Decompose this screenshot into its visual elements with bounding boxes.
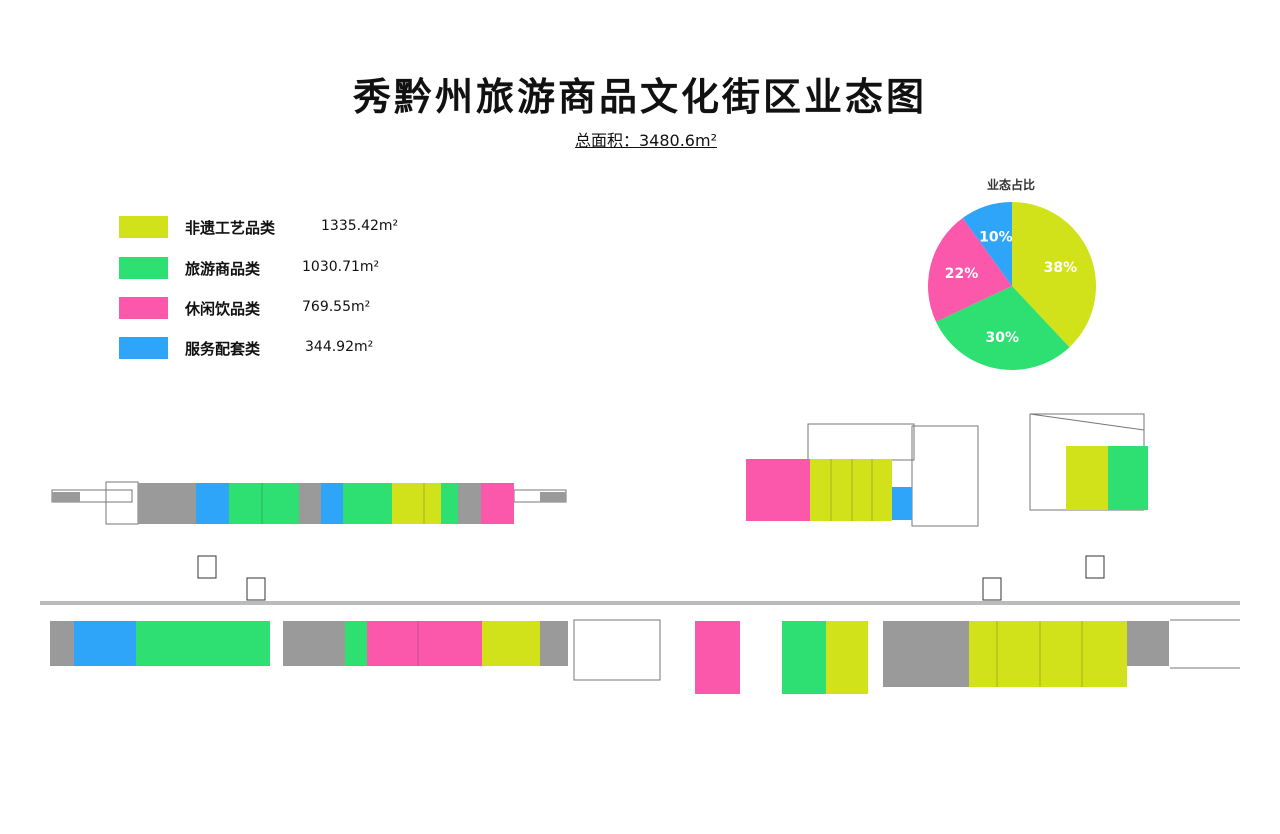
plan-room-service <box>892 487 912 520</box>
legend-swatch <box>119 216 168 238</box>
plan-tag <box>197 555 217 579</box>
pie-slice <box>1012 202 1096 348</box>
plan-wall <box>105 481 139 525</box>
plan-room-stair <box>52 492 80 502</box>
page-title: 秀黔州旅游商品文化街区业态图 <box>352 75 927 119</box>
plan-room-goods <box>136 621 270 666</box>
plan-room-goods <box>1108 446 1148 510</box>
plan-room-drinks <box>367 621 482 666</box>
plan-wall <box>911 425 979 527</box>
plan-room-craft <box>826 621 868 694</box>
plan-room-stair <box>138 483 196 524</box>
pie-slice-label: 30% <box>985 330 1019 346</box>
plan-room-craft <box>392 483 441 524</box>
plan-room-drinks <box>481 483 514 524</box>
legend-swatch <box>119 337 168 359</box>
legend-value: 344.92m² <box>305 339 374 355</box>
plan-room-goods <box>343 483 392 524</box>
pie-slice-label: 22% <box>945 266 979 282</box>
plan-room-goods <box>782 621 826 694</box>
plan-wall <box>1029 413 1145 431</box>
plan-room-drinks <box>695 621 740 694</box>
plan-room-service <box>196 483 229 524</box>
total-area: 总面积：3480.6m² <box>575 131 717 150</box>
plan-room-stair <box>50 621 74 666</box>
pie-slice <box>935 286 1070 370</box>
pie-chart: 38% 30% 22% 10% <box>928 202 1096 370</box>
pie-slice <box>962 202 1012 286</box>
pie-title: 业态占比 <box>986 178 1035 192</box>
plan-room-drinks <box>746 459 810 521</box>
plan-tag <box>1085 555 1105 579</box>
plan-room-goods <box>229 483 299 524</box>
plan-room-stair <box>299 483 321 524</box>
plan-tag <box>982 577 1002 601</box>
pie-slice-label: 38% <box>1044 260 1078 276</box>
plan-room-craft <box>482 621 540 666</box>
plan-room-craft <box>810 459 892 521</box>
legend-value: 1335.42m² <box>321 218 399 234</box>
legend-label: 服务配套类 <box>185 340 261 358</box>
pie-slice <box>928 218 1012 322</box>
plan-room-stair <box>540 621 568 666</box>
plan-room-stair <box>458 483 481 524</box>
plan-room-service <box>321 483 343 524</box>
legend-label: 休闲饮品类 <box>185 300 261 318</box>
plan-room-craft <box>1066 446 1108 510</box>
legend-label: 非遗工艺品类 <box>185 219 276 237</box>
plan-room-stair <box>540 492 566 502</box>
plan-room-craft <box>969 621 1127 687</box>
legend-value: 1030.71m² <box>302 259 380 275</box>
legend-label: 旅游商品类 <box>185 260 261 278</box>
plan-tag <box>246 577 266 601</box>
pie-slice-label: 10% <box>979 229 1013 245</box>
legend-value: 769.55m² <box>302 299 371 315</box>
plan-room-goods <box>345 621 367 666</box>
plan-room-service <box>74 621 136 666</box>
plan-wall <box>573 619 661 681</box>
legend-swatch <box>119 297 168 319</box>
plan-wall <box>807 423 915 461</box>
plan-room-stair <box>283 621 345 666</box>
legend-swatch <box>119 257 168 279</box>
plan-room-goods <box>441 483 458 524</box>
plan-room-stair <box>883 621 969 687</box>
plan-room-stair <box>1127 621 1169 666</box>
